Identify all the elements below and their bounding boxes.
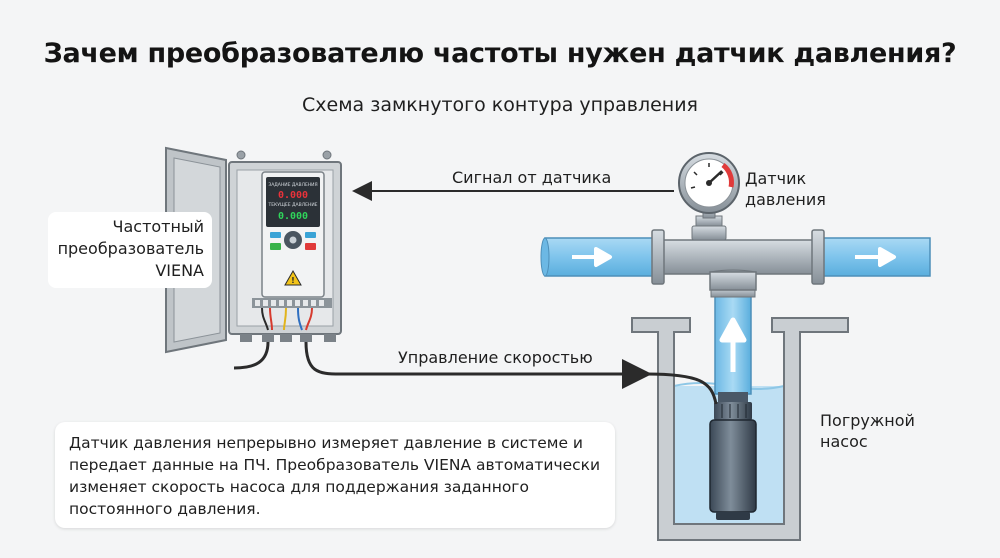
flow-right-arrow-left xyxy=(572,247,612,267)
lcd-top-label: ЗАДАНИЕ ДАВЛЕНИЯ xyxy=(268,182,317,188)
sensor-label-line-1: Датчик xyxy=(745,169,807,188)
vfd-label-line-3: VIENA xyxy=(155,261,204,280)
page-title: Зачем преобразователю частоты нужен датч… xyxy=(43,38,957,69)
power-cable xyxy=(233,341,270,370)
control-label: Управление скоростью xyxy=(398,348,593,367)
info-text: Датчик давления непрерывно измеряет давл… xyxy=(69,434,601,518)
vfd-label: Частотный преобразователь VIENA xyxy=(48,212,212,288)
lcd-top-value: 0.000 xyxy=(278,190,308,201)
lcd-bottom-label: ТЕКУЩЕЕ ДАВЛЕНИЕ xyxy=(267,202,317,208)
pump-label: Погружной насос xyxy=(820,410,915,452)
info-box: Датчик давления непрерывно измеряет давл… xyxy=(55,422,615,528)
page-subtitle: Схема замкнутого контура управления xyxy=(302,94,698,116)
pressure-gauge xyxy=(678,152,740,241)
lcd-bottom-value: 0.000 xyxy=(278,211,308,222)
sensor-label: Датчик давления xyxy=(745,168,826,210)
horizontal-pipe xyxy=(540,229,931,291)
stop-button xyxy=(305,243,316,250)
signal-label: Сигнал от датчика xyxy=(452,168,612,187)
flow-up-arrow xyxy=(719,317,747,372)
warning-icon xyxy=(284,269,302,286)
vfd-cabinet: ЗАДАНИЕ ДАВЛЕНИЯ 0.000 ТЕКУЩЕЕ ДАВЛЕНИЕ … xyxy=(165,146,342,370)
submersible-pump xyxy=(645,372,757,520)
svg-text:!: ! xyxy=(291,276,295,285)
sensor-label-line-2: давления xyxy=(745,190,826,209)
pump-label-line-2: насос xyxy=(820,432,868,451)
vfd-label-line-2: преобразователь xyxy=(57,239,204,258)
pump-label-line-1: Погружной xyxy=(820,411,915,430)
run-button xyxy=(270,243,281,250)
vfd-label-line-1: Частотный xyxy=(112,217,205,236)
control-cable-arrow xyxy=(304,341,652,389)
flow-right-arrow-right xyxy=(855,247,896,267)
